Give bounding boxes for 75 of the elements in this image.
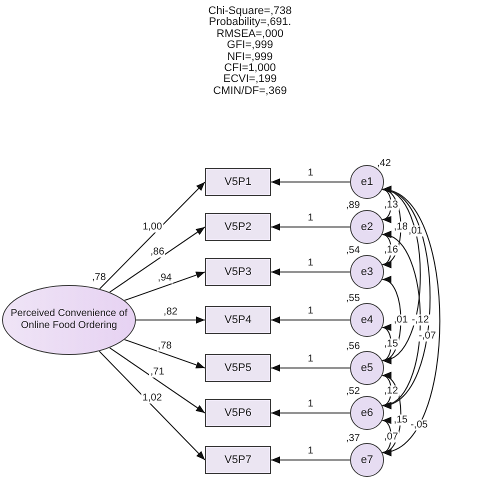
arrow [98,350,206,460]
variance-label: ,56 [346,341,360,352]
arrow [124,271,206,301]
arrow [271,268,350,276]
arrow [271,316,350,324]
edge-label: ,82 [162,306,178,318]
arrow [124,339,206,369]
fit-statistic: ECVI=,199 [223,74,277,86]
covariance-arrow [382,374,392,408]
fit-statistic: CMIN/DF=,369 [213,86,287,98]
arrow [271,409,350,417]
variance-label: ,78 [92,272,106,283]
error-term-circle: e6 [350,396,384,430]
error-term-circle: e3 [350,255,384,289]
edge-label: 1 [306,354,314,364]
edge-label: ,15 [392,414,409,426]
observed-variable-box: V5P4 [205,306,271,334]
error-term-circle: e7 [350,443,384,477]
edge-label: 1 [306,212,314,224]
observed-variable-box: V5P5 [205,354,271,382]
covariance-arrow [382,188,392,222]
edge-label: 1,00 [142,222,164,233]
arrow [99,182,206,290]
error-term-circle: e5 [350,351,384,385]
edge-label: 1 [306,168,314,178]
fit-statistic: CFI=1,000 [224,63,276,74]
edge-label: ,86 [149,246,166,258]
covariance-arrow [382,326,392,362]
error-term-circle: e2 [350,210,384,244]
arrow [271,456,350,464]
arrow [271,364,350,372]
edge-label: 1 [306,258,314,268]
variance-label: ,89 [346,200,360,211]
observed-variable-box: V5P7 [205,446,271,474]
fit-statistic: RMSEA=,000 [216,28,284,40]
error-term-circle: e4 [350,303,384,337]
edge-label: ,01 [392,314,409,326]
edge-label: 1 [306,398,314,410]
edge-label: -,12 [410,314,430,326]
edge-label: ,07 [383,431,400,442]
edge-label: ,12 [383,385,400,396]
edge-label: ,16 [383,244,400,255]
edge-label: ,01 [407,225,424,236]
edge-label: ,78 [156,340,173,352]
covariance-arrow [382,233,421,407]
latent-variable-ellipse: Perceived Convenience of Online Food Ordering [2,285,136,355]
fit-statistic: NFI=,999 [227,52,273,63]
variance-label: ,37 [346,433,360,444]
variance-label: ,55 [346,293,360,304]
edge-label: 1 [306,306,314,316]
covariance-arrow [382,232,392,266]
edge-label: ,18 [392,222,409,232]
covariance-arrow [382,188,440,454]
fit-statistic: GFI=,999 [226,40,274,52]
edge-label: 1 [306,446,314,456]
observed-variable-box: V5P2 [205,213,271,241]
edge-label: -,05 [410,420,429,431]
observed-variable-box: V5P6 [205,399,271,427]
edge-label: ,94 [156,272,173,284]
observed-variable-box: V5P1 [205,168,271,196]
edge-label: -,07 [418,330,437,342]
fit-statistic: Probability=,691. [208,17,292,29]
edge-label: ,71 [149,366,166,378]
observed-variable-box: V5P3 [205,258,271,286]
arrow [109,347,206,414]
arrow [136,316,205,324]
edge-label: 1,02 [141,392,163,404]
edge-label: ,13 [383,199,400,210]
edge-label: ,15 [383,338,400,350]
variance-label: ,54 [346,245,360,256]
arrow [271,178,350,186]
fit-statistic: Chi-Square=,738 [208,6,292,17]
arrow [271,223,350,231]
arrow [109,226,206,293]
variance-label: ,52 [346,386,360,397]
